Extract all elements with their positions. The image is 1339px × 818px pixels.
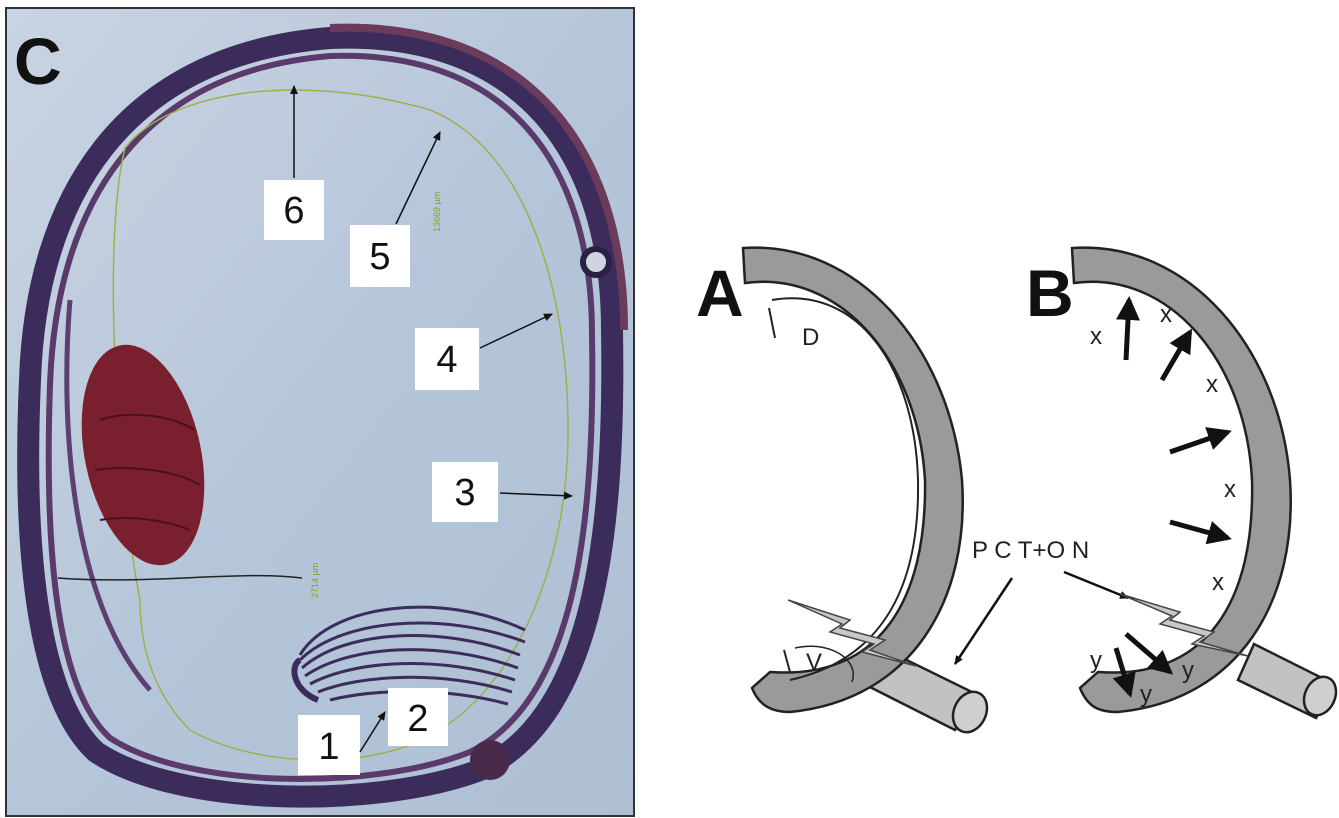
x-mark: x	[1212, 569, 1224, 596]
pct-arrow-to-a	[955, 578, 1012, 664]
panel-c: 13669 µm 2714 µm C 6 5 4 3 2 1	[6, 8, 634, 816]
y-mark: y	[1090, 647, 1102, 674]
scale-label-circumference: 13669 µm	[432, 192, 442, 232]
label-4-text: 4	[436, 339, 457, 381]
optic-nerve-b	[1238, 644, 1339, 720]
panel-a: A D V	[696, 248, 993, 738]
retina-tick-dorsal	[769, 308, 775, 338]
panel-b-letter: B	[1026, 256, 1074, 330]
panel-c-letter: C	[14, 24, 62, 98]
label-box-5: 5	[350, 225, 410, 287]
label-box-2: 2	[388, 688, 448, 746]
label-box-3: 3	[432, 462, 498, 522]
x-mark: x	[1090, 323, 1102, 350]
lower-wall-mass	[470, 740, 510, 780]
vector-arrow	[1170, 432, 1228, 452]
pct-on-label: P C T+O N	[972, 537, 1089, 564]
retina-tick-ventral	[784, 650, 790, 672]
label-box-1: 1	[298, 715, 360, 775]
label-1-text: 1	[318, 726, 339, 768]
dorsal-label: D	[802, 324, 819, 351]
label-5-text: 5	[369, 236, 390, 278]
x-mark: x	[1206, 371, 1218, 398]
label-2-text: 2	[407, 698, 428, 740]
y-mark: y	[1140, 681, 1152, 708]
wall-vessel	[583, 249, 609, 275]
label-box-6: 6	[264, 180, 324, 240]
ventral-label: V	[806, 649, 822, 676]
panel-b: B x x x x x y y y	[1026, 248, 1339, 721]
label-6-text: 6	[283, 190, 304, 232]
eye-shell-a	[743, 248, 963, 712]
label-3-text: 3	[454, 472, 475, 514]
panel-a-letter: A	[696, 256, 744, 330]
scale-label-length: 2714 µm	[310, 563, 320, 598]
y-mark: y	[1182, 657, 1194, 684]
vector-arrow	[1126, 300, 1129, 360]
pct-arrow-to-b	[1064, 572, 1128, 598]
vector-arrow	[1162, 332, 1190, 380]
x-mark: x	[1160, 301, 1172, 328]
pct-on-annotation: P C T+O N	[955, 537, 1128, 664]
vector-arrow	[1170, 522, 1228, 538]
x-mark: x	[1224, 476, 1236, 503]
eye-shell-b	[1072, 248, 1291, 712]
vector-arrow	[1126, 634, 1170, 672]
label-box-4: 4	[415, 328, 479, 390]
